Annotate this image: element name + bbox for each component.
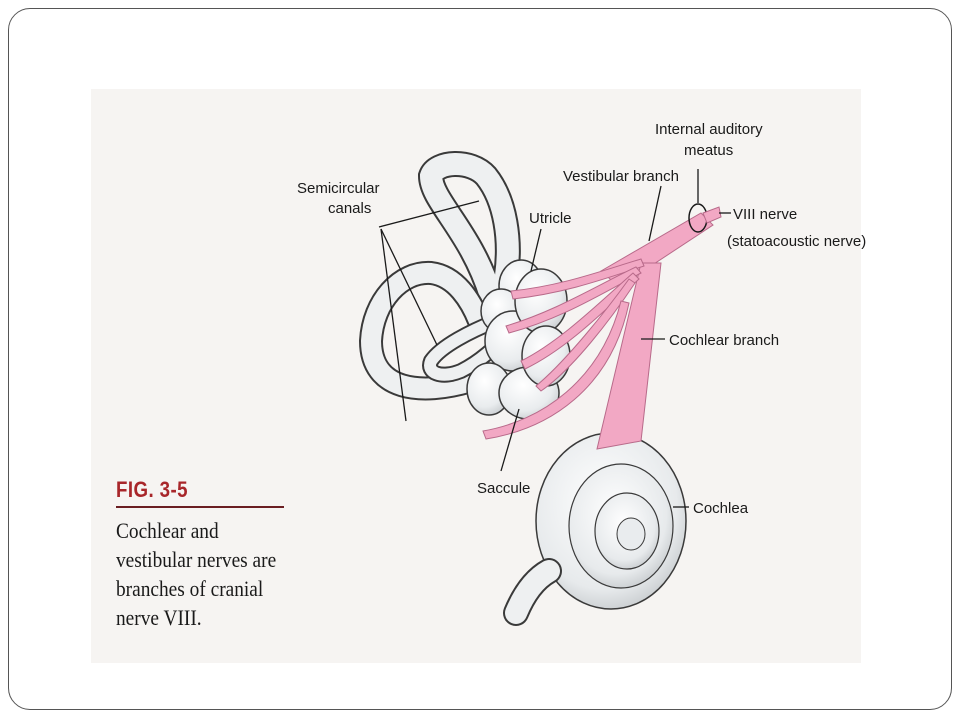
- vestibule: [466, 259, 571, 420]
- figure-caption: Cochlear and vestibular nerves are branc…: [116, 518, 277, 630]
- label-cochlear-branch: Cochlear branch: [669, 332, 779, 349]
- label-semicircular: Semicircular: [297, 180, 380, 197]
- label-statoacoustic: (statoacoustic nerve): [727, 233, 866, 250]
- nerve-stub: [702, 206, 722, 224]
- inner-ear-diagram: Semicircular canals Utricle Vestibular b…: [297, 121, 866, 626]
- leader-lines: [378, 169, 731, 508]
- cochlea-spiral: [503, 432, 687, 626]
- figure-number: FIG. 3-5: [116, 477, 188, 502]
- label-cochlea: Cochlea: [693, 500, 749, 517]
- label-viii-nerve: VIII nerve: [733, 206, 797, 223]
- vestibulocochlear-nerve: [482, 212, 714, 450]
- label-canals: canals: [328, 200, 371, 217]
- slide: Semicircular canals Utricle Vestibular b…: [8, 8, 952, 710]
- figure-divider: [116, 506, 284, 508]
- label-utricle: Utricle: [529, 210, 572, 227]
- label-internal-auditory: Internal auditory: [655, 121, 763, 138]
- label-vestibular-branch: Vestibular branch: [563, 168, 679, 185]
- semicircular-canals: [358, 151, 521, 401]
- diagram-labels: Semicircular canals Utricle Vestibular b…: [297, 121, 866, 517]
- label-saccule: Saccule: [477, 480, 530, 497]
- label-meatus: meatus: [684, 142, 733, 159]
